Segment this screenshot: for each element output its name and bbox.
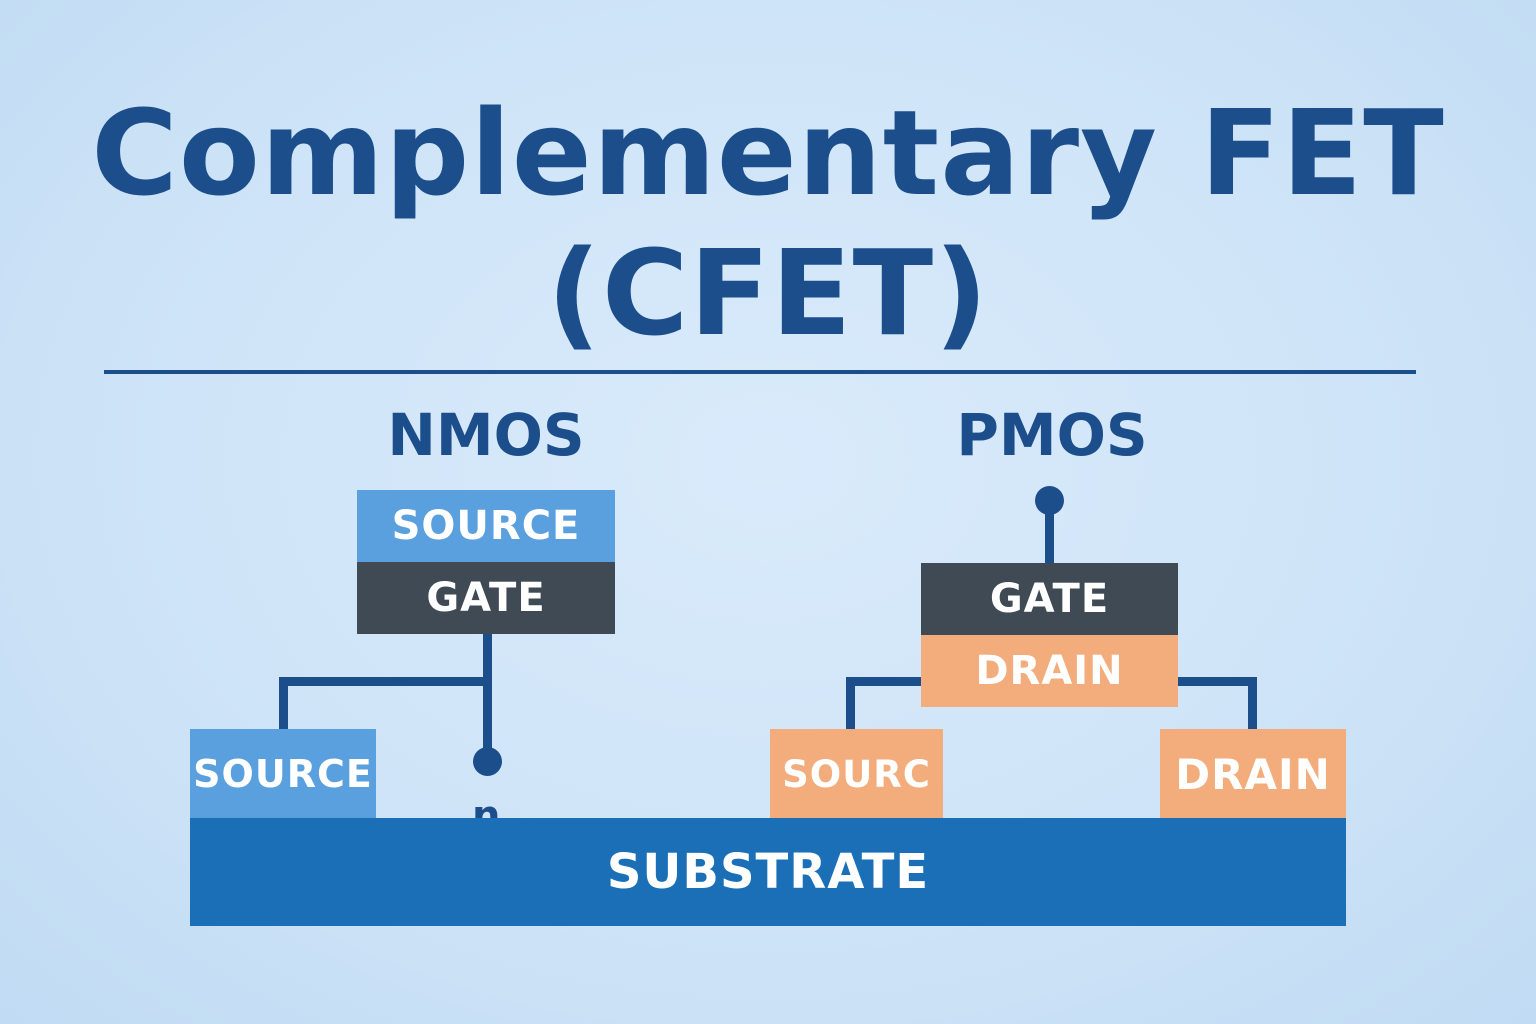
pmos-label: PMOS <box>956 401 1148 469</box>
nmos-label: NMOS <box>387 401 585 469</box>
substrate-block: SUBSTRATE <box>190 818 1346 926</box>
pmos-left-horizontal-wire <box>846 677 922 686</box>
pmos-bottom-drain-block: DRAIN <box>1160 729 1346 819</box>
title-divider <box>104 370 1416 374</box>
nmos-gate-wire <box>483 633 492 763</box>
title-line-2: (CFET) <box>546 224 990 362</box>
pmos-gate-wire <box>1045 510 1054 564</box>
nmos-top-source-block: SOURCE <box>357 490 615 562</box>
nmos-bottom-source-block: SOURCE <box>190 729 376 819</box>
nmos-gate-block: GATE <box>357 562 615 634</box>
nmos-terminal-dot <box>473 747 502 776</box>
pmos-right-horizontal-wire <box>1177 677 1257 686</box>
nmos-horizontal-wire <box>279 677 492 686</box>
title-line-1: Complementary FET <box>91 84 1445 222</box>
pmos-drain-block: DRAIN <box>921 635 1178 707</box>
pmos-left-vertical-wire <box>846 677 855 731</box>
nmos-source-wire <box>279 677 288 731</box>
pmos-gate-block: GATE <box>921 563 1178 635</box>
pmos-gate-dot <box>1035 486 1064 515</box>
pmos-bottom-source-block: SOURC <box>770 729 943 819</box>
pmos-right-vertical-wire <box>1248 677 1257 731</box>
